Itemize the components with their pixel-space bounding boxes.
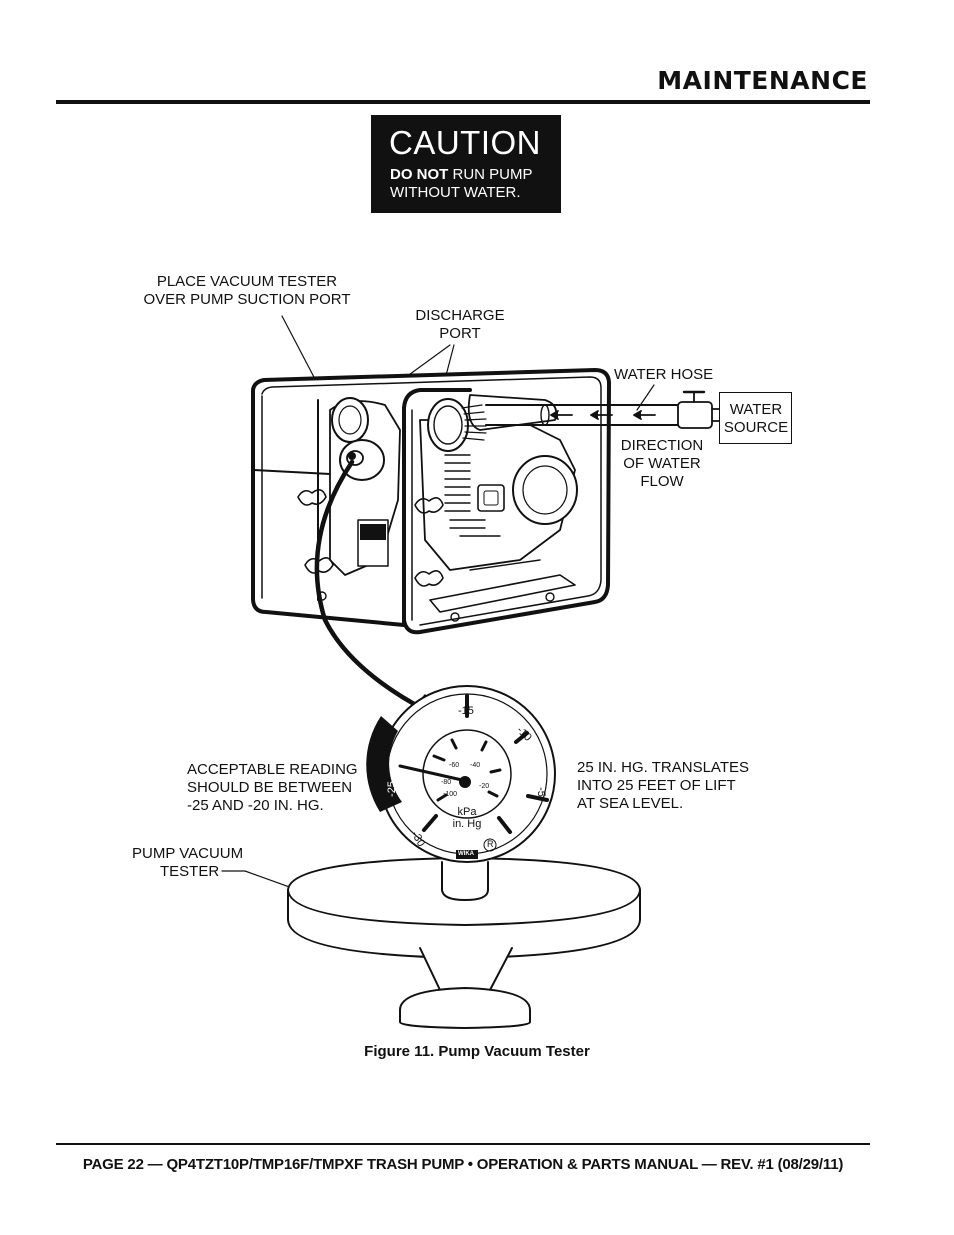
caution-box: CAUTION DO NOT RUN PUMP WITHOUT WATER. bbox=[371, 115, 561, 213]
header-rule bbox=[56, 100, 870, 104]
registered-mark: R bbox=[487, 839, 494, 849]
water-source-box bbox=[719, 392, 792, 444]
gauge-kpa-60: -60 bbox=[449, 762, 460, 769]
water-hose-label: WATER HOSE bbox=[614, 366, 714, 383]
page-footer: PAGE 22 — QP4TZT10P/TMP16F/TMPXF TRASH P… bbox=[82, 1156, 844, 1173]
section-title: MAINTENANCE bbox=[657, 66, 868, 95]
caution-line-1: DO NOT RUN PUMP bbox=[390, 166, 533, 183]
caution-title: CAUTION bbox=[389, 124, 541, 161]
caution-line-2: WITHOUT WATER. bbox=[390, 184, 521, 201]
gauge-tick-25: -25 bbox=[385, 781, 398, 797]
footer-rule bbox=[56, 1143, 870, 1145]
figure-caption: Figure 11. Pump Vacuum Tester bbox=[364, 1043, 590, 1060]
gauge-tick-15: -15 bbox=[458, 705, 474, 717]
gauge-tick-5: -5 bbox=[534, 787, 547, 797]
gauge-kpa-80: -80 bbox=[441, 779, 452, 786]
gauge-kpa-20: -20 bbox=[479, 783, 490, 790]
gauge-brand: WIKA bbox=[458, 851, 474, 857]
gauge-kpa-100: -100 bbox=[443, 791, 458, 798]
pump-vacuum-tester-label: PUMP VACUUM TESTER bbox=[132, 845, 244, 880]
gauge-kpa-40: -40 bbox=[470, 762, 481, 769]
